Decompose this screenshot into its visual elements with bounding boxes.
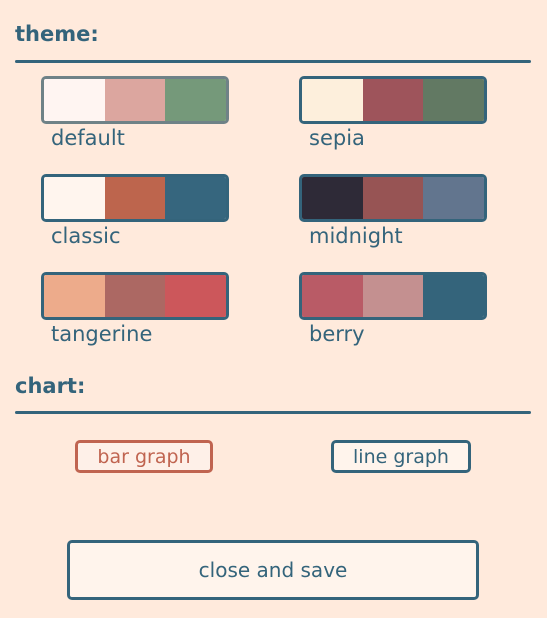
theme-name-berry: berry: [309, 322, 365, 346]
bar-graph-button[interactable]: bar graph: [75, 440, 213, 473]
swatch-chip: [104, 177, 166, 219]
theme-name-sepia: sepia: [309, 126, 365, 150]
theme-name-default: default: [51, 126, 125, 150]
close-and-save-button[interactable]: close and save: [67, 540, 479, 600]
theme-name-classic: classic: [51, 224, 121, 248]
theme-option-sepia[interactable]: sepia: [299, 76, 489, 150]
swatch-chip: [44, 275, 105, 317]
chart-section-label: chart:: [15, 374, 86, 398]
swatch-chip: [302, 177, 363, 219]
theme-name-midnight: midnight: [309, 224, 403, 248]
swatch-chip: [362, 177, 424, 219]
theme-swatch-default[interactable]: [41, 76, 229, 124]
theme-swatch-sepia[interactable]: [299, 76, 487, 124]
theme-divider: [15, 60, 531, 63]
swatch-chip: [423, 275, 484, 317]
swatch-chip: [44, 177, 105, 219]
line-graph-button[interactable]: line graph: [331, 440, 471, 473]
theme-option-default[interactable]: default: [41, 76, 231, 150]
swatch-chip: [423, 177, 484, 219]
chart-divider: [15, 411, 531, 414]
swatch-chip: [302, 79, 363, 121]
theme-swatch-midnight[interactable]: [299, 174, 487, 222]
theme-section-label: theme:: [15, 22, 99, 46]
theme-swatch-tangerine[interactable]: [41, 272, 229, 320]
swatch-chip: [44, 79, 105, 121]
swatch-chip: [165, 275, 226, 317]
swatch-chip: [362, 79, 424, 121]
swatch-chip: [104, 79, 166, 121]
theme-swatch-classic[interactable]: [41, 174, 229, 222]
swatch-chip: [423, 79, 484, 121]
theme-option-classic[interactable]: classic: [41, 174, 231, 248]
swatch-chip: [165, 177, 226, 219]
theme-option-tangerine[interactable]: tangerine: [41, 272, 231, 346]
swatch-chip: [362, 275, 424, 317]
swatch-chip: [104, 275, 166, 317]
swatch-chip: [165, 79, 226, 121]
theme-name-tangerine: tangerine: [51, 322, 153, 346]
theme-swatch-berry[interactable]: [299, 272, 487, 320]
theme-option-berry[interactable]: berry: [299, 272, 489, 346]
theme-option-midnight[interactable]: midnight: [299, 174, 489, 248]
swatch-chip: [302, 275, 363, 317]
